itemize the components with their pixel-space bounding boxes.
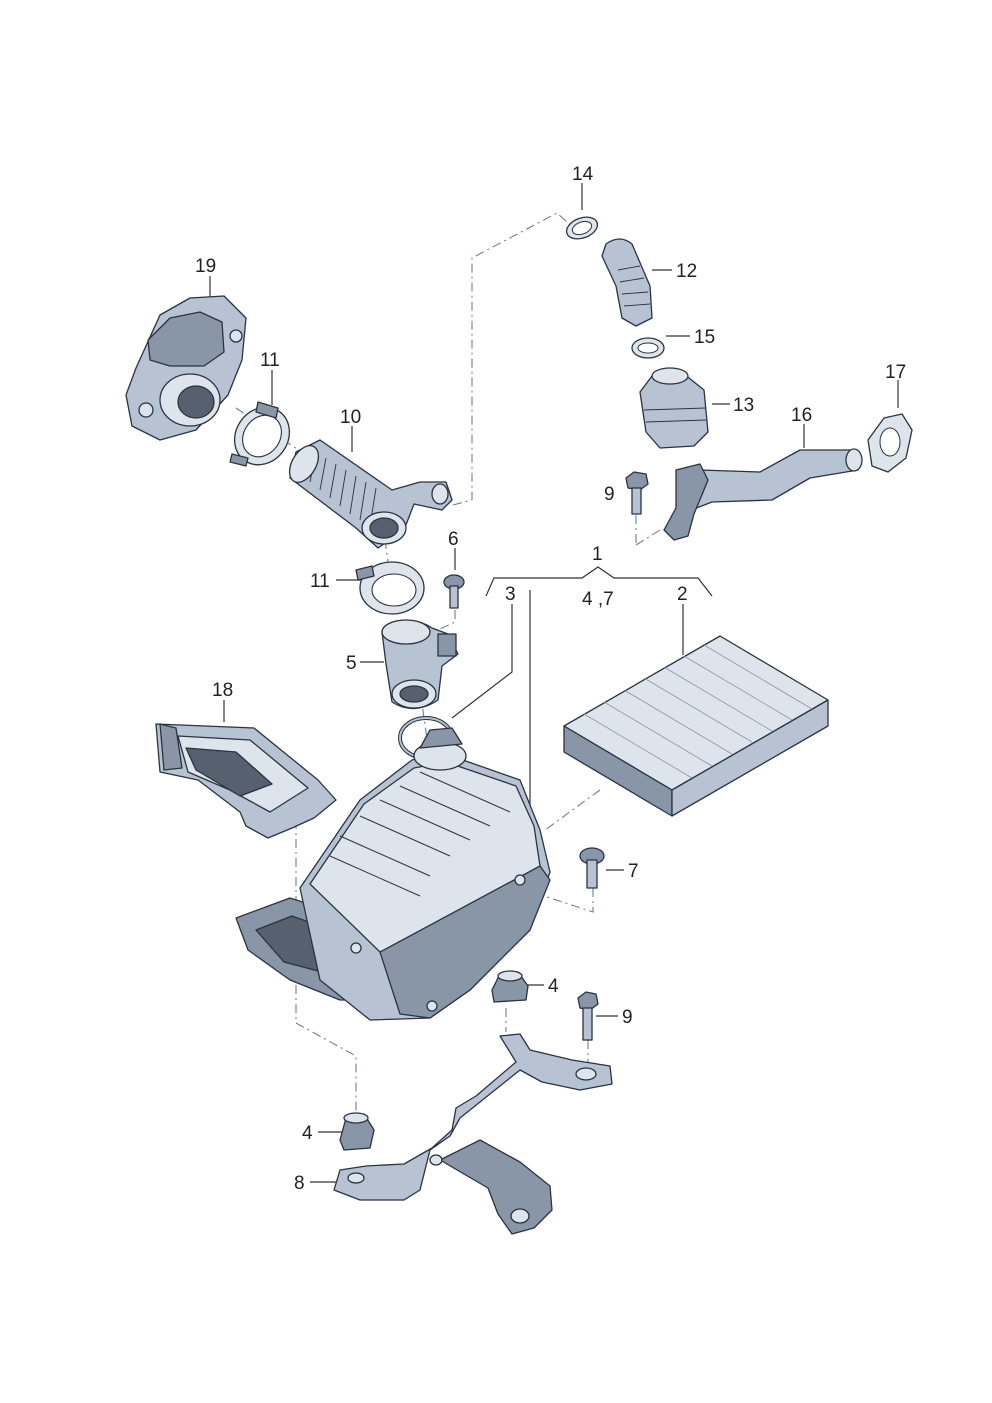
callout-4-7: 4 ,7: [582, 589, 614, 610]
callout-6: 6: [448, 529, 459, 550]
callout-11-upper: 11: [260, 350, 280, 371]
air-filter-housing: [235, 727, 551, 1021]
rubber-buffer-left: [339, 1112, 375, 1151]
bracket: [333, 1033, 613, 1235]
callout-9-upper: 9: [604, 484, 615, 505]
callout-8: 8: [294, 1173, 305, 1194]
callout-15: 15: [694, 327, 715, 348]
gasket: [867, 413, 913, 473]
callout-17: 17: [885, 362, 906, 383]
air-intake-guide: [155, 723, 337, 839]
clamp-15: [631, 337, 665, 359]
bolt-9-upper: [625, 471, 649, 515]
callout-19: 19: [195, 256, 216, 277]
callout-11-lower: 11: [310, 571, 330, 592]
leader-lines: [209, 183, 899, 1183]
clamp-14: [565, 216, 599, 240]
callout-1: 1: [592, 544, 603, 565]
pressure-regulating-valve: [639, 367, 709, 449]
screw-7: [579, 847, 605, 889]
callout-5: 5: [346, 653, 357, 674]
callout-labels: 14 12 15 13 17 16 9 19 11 10 6 11 1 3 4 …: [195, 164, 906, 1194]
callout-12: 12: [676, 261, 697, 282]
air-mass-meter: [381, 619, 459, 710]
callout-3: 3: [505, 584, 516, 605]
throttle-valve-housing: [125, 295, 247, 441]
callout-10: 10: [340, 407, 361, 428]
callout-4-left: 4: [302, 1123, 313, 1144]
bolt-9-lower: [577, 991, 599, 1041]
filter-housing-screw: [443, 574, 465, 609]
callout-4-right: 4: [548, 976, 559, 997]
air-filter-element: [563, 635, 829, 817]
breather-pipe: [663, 448, 863, 541]
callout-2: 2: [677, 584, 688, 605]
callout-16: 16: [791, 405, 812, 426]
callout-13: 13: [733, 395, 754, 416]
callout-7: 7: [628, 861, 639, 882]
hose-clamp-upper: [229, 401, 291, 467]
hose-clamp-lower: [355, 561, 425, 615]
callout-14: 14: [572, 164, 594, 185]
callout-18: 18: [212, 680, 233, 701]
rubber-buffer-right: [491, 970, 529, 1003]
intake-connection-pipe: [288, 439, 453, 549]
callout-9-lower: 9: [622, 1007, 633, 1028]
breather-hose: [601, 238, 653, 327]
